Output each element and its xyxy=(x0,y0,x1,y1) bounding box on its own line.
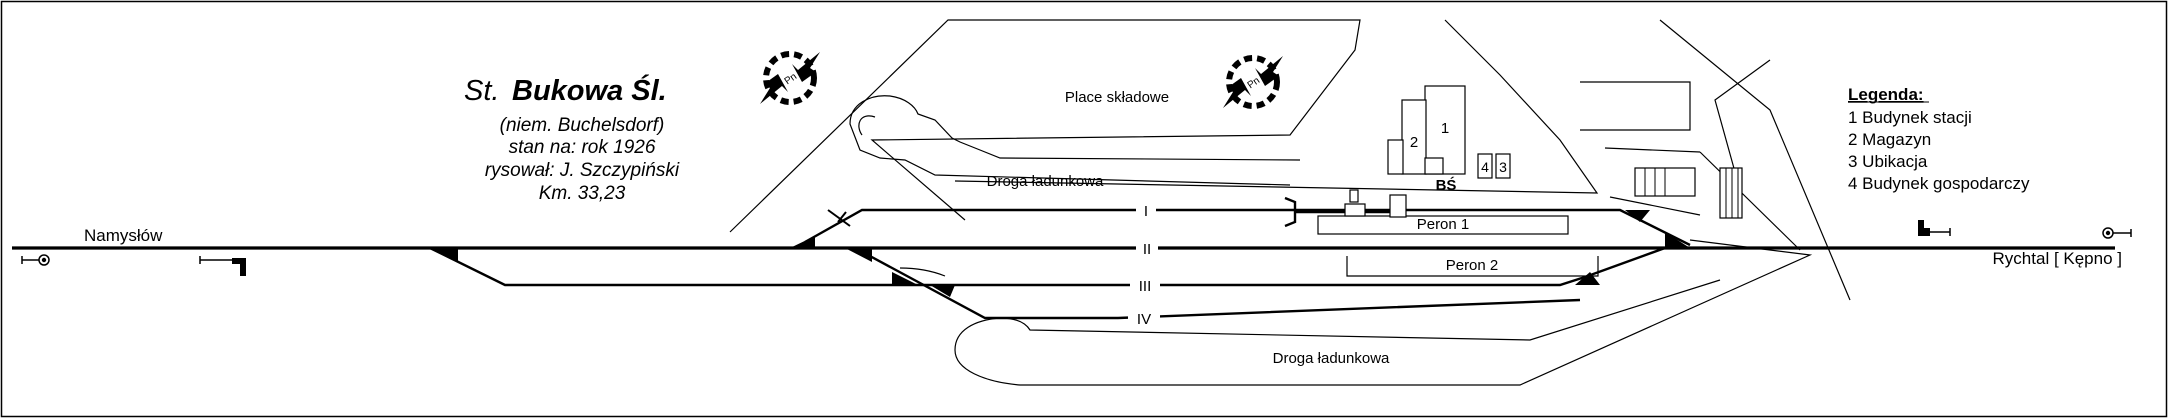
title-line-2: stan na: rok 1926 xyxy=(509,137,656,158)
building-3 xyxy=(1495,153,1511,179)
title-prefix: St. xyxy=(464,75,499,107)
legend-item-3: 3 Ubikacja xyxy=(1848,152,1928,171)
building-number-4: 4 xyxy=(1481,159,1489,175)
track-IV xyxy=(854,246,1581,320)
station-name: Bukowa Śl. xyxy=(512,73,667,107)
station-code-label: BŚ xyxy=(1436,176,1457,194)
signal-left xyxy=(21,254,50,266)
building-2 xyxy=(1401,99,1427,175)
derailer-mark xyxy=(827,209,851,227)
building-number-3: 3 xyxy=(1499,159,1507,175)
track-label-IV: IV xyxy=(1137,311,1151,328)
legend-item-2: 2 Magazyn xyxy=(1848,130,1931,149)
legend-title: Legenda: xyxy=(1848,85,1924,104)
distant-signal-right xyxy=(1918,220,1951,236)
water-tower-icon: Pn xyxy=(1223,55,1283,109)
lower-loading-road xyxy=(954,239,1813,386)
water-tower-icon: Pn xyxy=(760,51,820,105)
building-number-1: 1 xyxy=(1441,120,1449,137)
track-label-II: II xyxy=(1143,241,1151,258)
direction-left: Namysłów xyxy=(84,226,163,245)
title-block: St. Bukowa Śl. (niem. Buchelsdorf) stan … xyxy=(464,73,680,204)
title-line-1: (niem. Buchelsdorf) xyxy=(500,115,665,136)
track-label-III: III xyxy=(1139,278,1152,295)
platform-2-label: Peron 2 xyxy=(1446,257,1499,274)
goods-shed xyxy=(1634,167,1743,219)
upper-loading-road xyxy=(849,19,1599,194)
direction-right: Rychtal [ Kępno ] xyxy=(1993,249,2122,268)
title-line-3: rysował: J. Szczypiński xyxy=(485,160,680,181)
track-I xyxy=(804,208,1691,247)
storage-area-label: Place składowe xyxy=(1065,89,1169,106)
siding-stub xyxy=(899,267,946,277)
legend: Legenda: 1 Budynek stacji 2 Magazyn 3 Ub… xyxy=(1848,85,2030,193)
legend-item-1: 1 Budynek stacji xyxy=(1848,108,1972,127)
building-numbers: 1 2 3 4 xyxy=(1410,120,1507,175)
legend-item-4: 4 Budynek gospodarczy xyxy=(1848,174,2030,193)
building-number-2: 2 xyxy=(1410,134,1418,151)
track-III xyxy=(429,246,1666,287)
loading-road-lower-label: Droga ładunkowa xyxy=(1273,350,1390,367)
building-4 xyxy=(1477,153,1493,179)
storage-yard-outline xyxy=(729,19,1361,233)
loading-road-upper-label: Droga ładunkowa xyxy=(987,173,1104,190)
platform-1 xyxy=(1317,215,1569,235)
track-label-I: I xyxy=(1144,203,1148,220)
stub-end-siding xyxy=(1284,196,1297,228)
track-labels: I II III IV xyxy=(1128,200,1160,328)
platform-1-label: Peron 1 xyxy=(1417,216,1470,233)
title-line-4: Km. 33,23 xyxy=(539,183,626,204)
signal-right xyxy=(2102,227,2132,239)
distant-signal-left xyxy=(199,256,246,276)
switch-markers xyxy=(430,210,1690,297)
station-buildings xyxy=(1344,85,1511,218)
road-lines-right xyxy=(1580,19,1851,301)
platform-2 xyxy=(1346,256,1599,277)
